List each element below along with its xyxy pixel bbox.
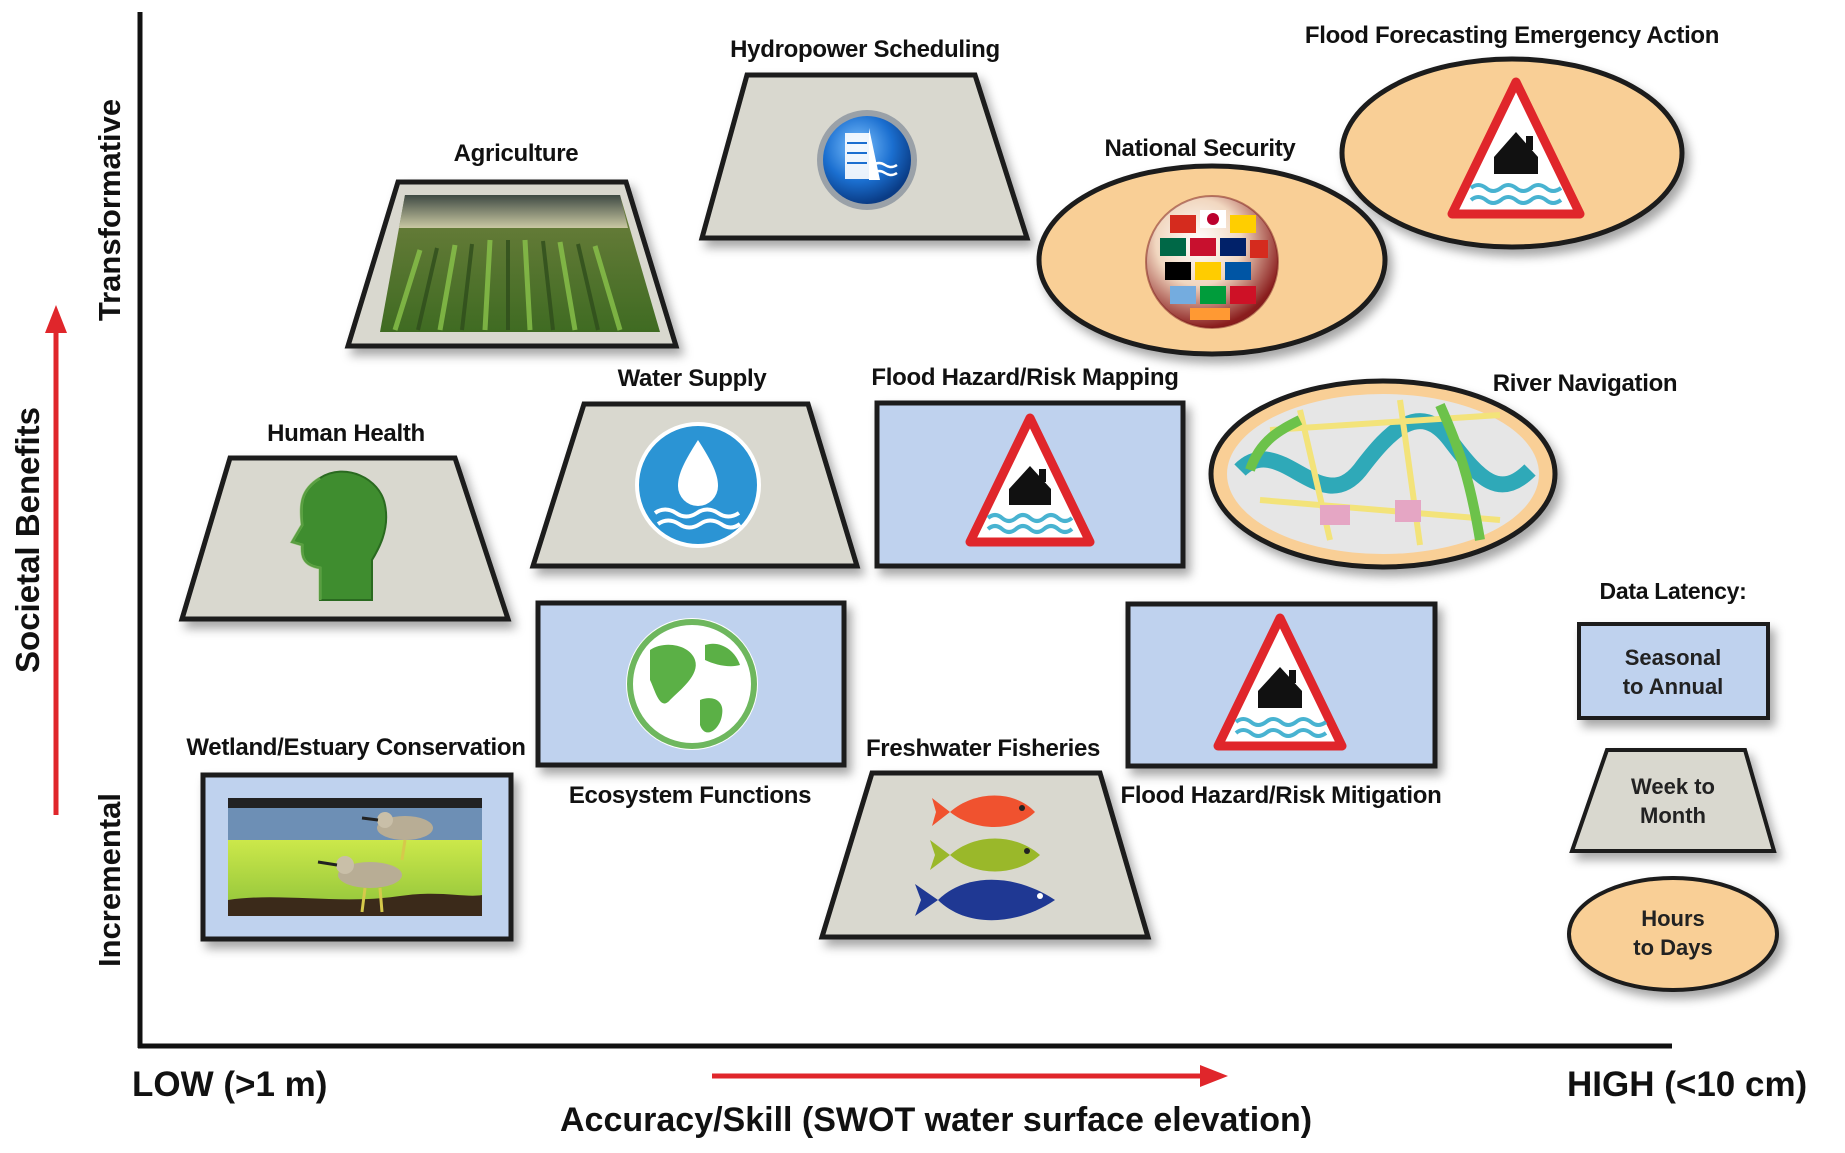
legend-hours-text: Hours to Days [1633,904,1712,962]
shorebirds-image [228,798,482,916]
label-national-security: National Security [1104,135,1296,162]
label-freshwater-fisheries: Freshwater Fisheries [865,735,1101,762]
x-axis-low-label: LOW (>1 m) [132,1065,328,1104]
label-river-navigation: River Navigation [1492,370,1678,397]
legend-hours-line1: Hours [1641,906,1705,931]
label-wetland-conservation: Wetland/Estuary Conservation [186,734,526,761]
legend-seasonal-rect [1577,622,1770,720]
legend-week-line1: Week to [1631,774,1715,799]
legend-hours-ellipse [1567,876,1779,992]
y-axis-title: Societal Benefits [8,407,46,673]
legend-seasonal-line1: Seasonal [1624,645,1722,670]
crop-field-image [380,195,660,332]
river-map-icon [1227,394,1539,554]
label-flood-hazard-mitigation: Flood Hazard/Risk Mitigation [1120,782,1442,809]
y-axis-high-label: Transformative [92,98,128,322]
hydropower-dam-icon [817,110,917,210]
label-agriculture: Agriculture [453,140,579,167]
fish-icon [915,795,1055,921]
legend-seasonal-line2: to Annual [1622,674,1724,699]
label-water-supply: Water Supply [617,365,767,392]
legend-title: Data Latency: [1599,578,1747,604]
flood-warning-icon [1213,613,1347,751]
legend-week-text: Week to Month [1631,772,1715,830]
x-direction-arrow [712,1065,1228,1087]
flood-warning-icon [965,413,1095,547]
label-ecosystem-functions: Ecosystem Functions [568,782,812,809]
green-globe-icon [626,618,758,750]
label-human-health: Human Health [267,420,425,447]
legend-week-line2: Month [1640,803,1706,828]
legend-hours-line2: to Days [1633,935,1713,960]
bird-1 [361,812,433,861]
legend-week-trapezoid [1569,748,1777,853]
bird-2 [317,856,402,913]
y-axis-low-label: Incremental [92,792,128,968]
green-head-icon [289,470,388,601]
legend-seasonal-text: Seasonal to Annual [1623,643,1724,701]
water-drop-icon [635,422,761,548]
label-flood-forecasting: Flood Forecasting Emergency Action [1304,22,1720,49]
flag-globe-icon [1145,195,1279,329]
x-axis-title: Accuracy/Skill (SWOT water surface eleva… [560,1101,1313,1139]
label-flood-hazard-mapping: Flood Hazard/Risk Mapping [871,364,1179,391]
y-direction-arrow [45,305,67,815]
label-hydropower-scheduling: Hydropower Scheduling [730,36,1000,63]
flood-warning-icon [1447,77,1585,219]
x-axis-high-label: HIGH (<10 cm) [1567,1065,1808,1104]
